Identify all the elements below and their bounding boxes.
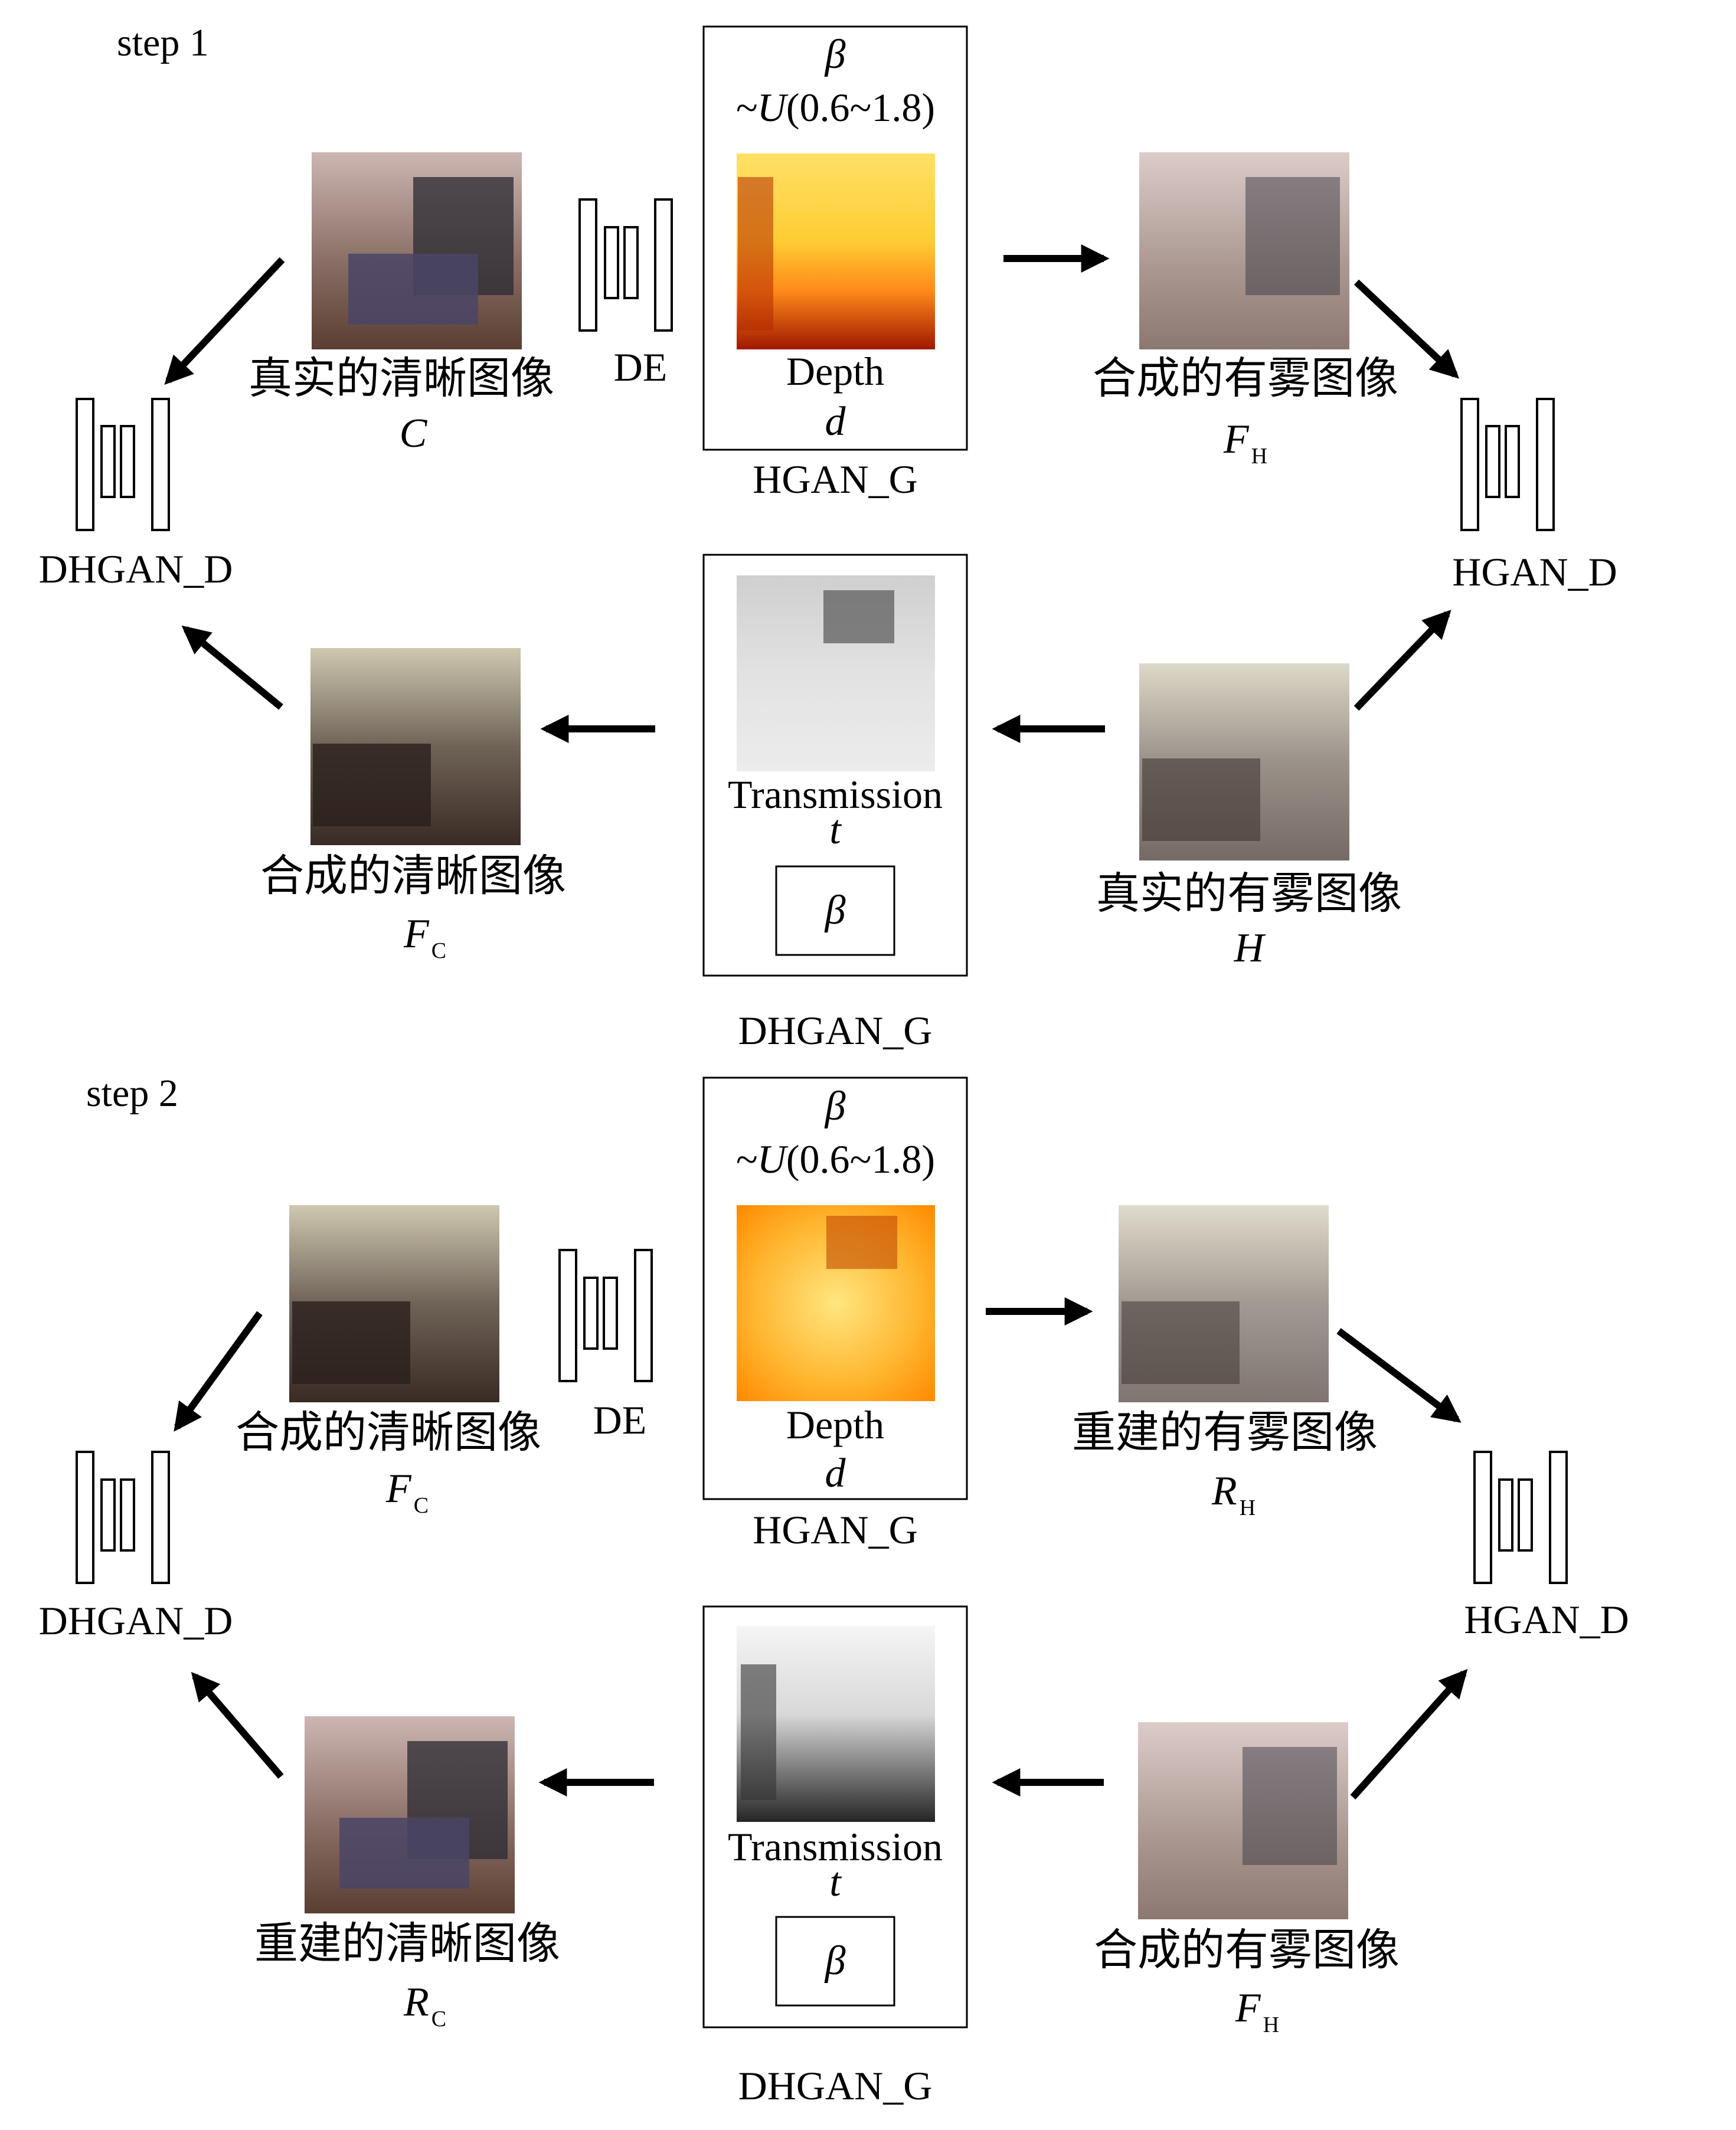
hazy-syn-label-step1: 合成的有雾图像: [1093, 353, 1398, 404]
dist-text-step2: (0.6~1.8): [786, 1137, 935, 1182]
dhgan-d-label-step2: DHGAN_D: [38, 1598, 233, 1643]
hazy-rec-label-step2: 重建的有雾图像: [1072, 1407, 1378, 1458]
hgan-d-icon-step2: [1473, 1451, 1568, 1584]
dist-text-step1: (0.6~1.8): [786, 85, 935, 130]
clear-syn-sym-step1: F: [403, 911, 429, 957]
arrow-hazyreal-to-hgand-step1: [1354, 610, 1451, 711]
beta-box-step2: [775, 1916, 895, 2007]
clear-real-symbol-step1: C: [399, 411, 427, 456]
transmission-symbol-step1: t: [829, 807, 841, 853]
clear-syn-sub-step1: C: [431, 938, 447, 963]
dhgan-d-icon-step2: [76, 1451, 170, 1584]
de-net-icon-step1: [578, 198, 673, 332]
de-label-step1: DE: [613, 345, 668, 390]
clear-real-label-step1: 真实的清晰图像: [249, 353, 554, 404]
clear-rec-sym-step2: R: [403, 1980, 429, 2025]
arrow-clearsyn-to-dhgand-step2: [174, 1311, 263, 1432]
hazy-rec-sym-step2: R: [1211, 1468, 1237, 1514]
de-label-step2: DE: [593, 1398, 647, 1442]
dhgan-g-label-step2: DHGAN_G: [738, 2063, 933, 2108]
dhgan-g-box-step1: [702, 554, 968, 977]
beta-distribution-step2: ~U(0.6~1.8): [735, 1137, 935, 1182]
hazy-real-symbol-step1: H: [1234, 925, 1264, 971]
beta-distribution-step1: ~U(0.6~1.8): [735, 85, 935, 130]
hazy-syn-sub-step1: H: [1251, 444, 1268, 469]
transmission-label-step1: Transmission: [727, 772, 943, 817]
depth-symbol-step1: d: [825, 399, 846, 444]
de-net-icon-step2: [558, 1249, 653, 1382]
beta-box-step1: [775, 865, 895, 956]
arrow-hazysyn-to-hgand-step2: [1350, 1668, 1468, 1800]
arrow-hazy-to-hgand-step1: [1354, 279, 1459, 379]
transmission-symbol-step2: t: [829, 1860, 841, 1905]
transmission-label-step2: Transmission: [727, 1824, 943, 1869]
hgan-g-label-step1: HGAN_G: [753, 457, 918, 502]
arrow-hazyrec-to-hgand-step2: [1336, 1328, 1462, 1423]
dhgan-g-box-step2: [702, 1605, 968, 2028]
depth-label-step2: Depth: [786, 1402, 885, 1447]
hgan-d-label-step1: HGAN_D: [1452, 549, 1617, 594]
hazy-real-label-step1: 真实的有雾图像: [1096, 868, 1402, 919]
clear-syn-label-step2: 合成的清晰图像: [236, 1407, 541, 1458]
hazy-syn-sym-step2: F: [1235, 1985, 1261, 2031]
clear-syn-sub-step2: C: [413, 1493, 429, 1518]
hazy-syn-sub-step2: H: [1263, 2013, 1280, 2037]
hgan-g-box-step1: [702, 25, 968, 451]
beta-box-label-step1: β: [825, 888, 846, 933]
dhgan-d-label-step1: DHGAN_D: [38, 547, 233, 591]
arrow-clear-to-dhgand-step1: [164, 257, 285, 385]
hazy-syn-label-step2: 合成的有雾图像: [1094, 1925, 1400, 1975]
hgan-d-label-step2: HGAN_D: [1464, 1597, 1629, 1642]
arrow-clearsyn-to-dhgand-step1: [181, 625, 283, 710]
clear-rec-label-step2: 重建的清晰图像: [254, 1918, 560, 1969]
hgan-g-label-step2: HGAN_G: [753, 1507, 918, 1552]
clear-syn-label-step1: 合成的清晰图像: [260, 850, 566, 901]
beta-label-step1: β: [825, 32, 846, 77]
depth-label-step1: Depth: [786, 349, 885, 394]
hgan-d-icon-step1: [1460, 398, 1555, 531]
hgan-g-box-step2: [702, 1077, 968, 1500]
beta-label-step2: β: [825, 1084, 846, 1129]
beta-box-label-step2: β: [825, 1938, 846, 1984]
clear-rec-sub-step2: C: [431, 2007, 447, 2031]
hazy-syn-sym-step1: F: [1223, 417, 1249, 462]
step1-label: step 1: [117, 21, 209, 64]
hazy-rec-sub-step2: H: [1239, 1496, 1256, 1520]
dhgan-d-icon-step1: [76, 398, 170, 531]
arrow-clearrec-to-dhgand-step2: [191, 1671, 284, 1779]
dhgan-g-label-step1: DHGAN_G: [738, 1008, 933, 1053]
clear-syn-sym-step2: F: [385, 1466, 411, 1511]
step2-label: step 2: [86, 1072, 178, 1115]
depth-symbol-step2: d: [825, 1451, 846, 1496]
